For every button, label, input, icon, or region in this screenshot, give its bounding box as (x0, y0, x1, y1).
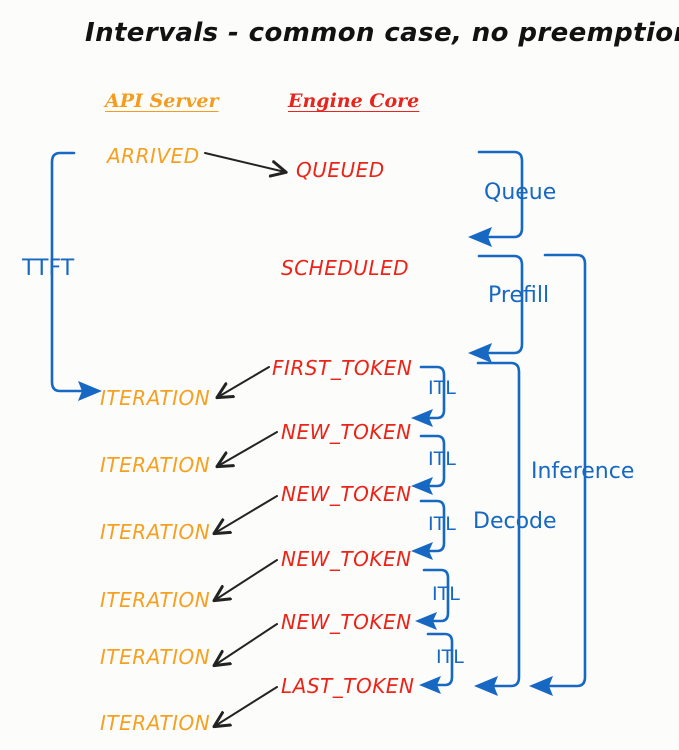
event-new-token-1: NEW_TOKEN (281, 420, 412, 444)
interval-label-ttft: TTFT (22, 256, 75, 281)
arrow-arrived-to-queued (204, 152, 285, 172)
itl-bracket-5 (426, 632, 454, 687)
interval-label-itl-4: ITL (432, 583, 460, 605)
arrow-new-token-4-to-iteration (215, 623, 278, 665)
interval-label-itl-3: ITL (428, 513, 456, 535)
decode-arrowhead (474, 676, 498, 696)
column-header-engine-core: Engine Core (288, 90, 420, 112)
event-last-token: LAST_TOKEN (281, 674, 415, 698)
event-iteration-2: ITERATION (100, 453, 211, 477)
itl-arrowhead-3 (411, 542, 433, 560)
event-queued: QUEUED (296, 158, 385, 182)
decode-bracket (476, 361, 521, 688)
interval-arrowheads (78, 227, 553, 696)
interval-label-itl-1: ITL (428, 377, 456, 399)
prefill-bracket (477, 254, 524, 355)
event-scheduled: SCHEDULED (281, 256, 410, 280)
arrow-new-token-3-to-iteration (215, 559, 278, 600)
diagram-title: Intervals - common case, no preemptions (85, 18, 679, 48)
itl-bracket-4 (422, 568, 450, 623)
itl-bracket-2 (419, 434, 446, 488)
queue-bracket (477, 150, 524, 239)
itl-arrowhead-5 (419, 676, 441, 694)
arrow-first-token-to-iteration (218, 366, 270, 397)
event-first-token: FIRST_TOKEN (272, 356, 413, 380)
inference-bracket (543, 253, 587, 688)
event-iteration-1: ITERATION (100, 386, 211, 410)
event-iteration-5: ITERATION (100, 645, 211, 669)
event-arrived: ARRIVED (107, 144, 200, 168)
interval-label-decode: Decode (473, 509, 557, 534)
itl-arrowhead-2 (411, 477, 433, 495)
interval-label-queue: Queue (484, 180, 557, 205)
queue-arrowhead (468, 227, 492, 247)
itl-arrowhead-1 (411, 409, 433, 427)
arrow-new-token-1-to-iteration (218, 431, 278, 466)
ttft-arrowhead (78, 381, 102, 401)
event-iteration-4: ITERATION (100, 588, 211, 612)
interval-label-itl-2: ITL (428, 448, 456, 470)
interval-label-inference: Inference (531, 459, 635, 484)
event-iteration-6: ITERATION (100, 711, 211, 735)
inference-arrowhead (529, 676, 553, 696)
column-header-api-server: API Server (105, 90, 219, 112)
interval-label-prefill: Prefill (488, 283, 550, 308)
interval-label-itl-5: ITL (436, 646, 464, 668)
event-new-token-2: NEW_TOKEN (281, 482, 412, 506)
itl-arrowhead-4 (415, 612, 437, 630)
ttft-bracket (50, 151, 86, 393)
itl-bracket-1 (419, 365, 446, 420)
prefill-arrowhead (468, 343, 492, 363)
event-new-token-4: NEW_TOKEN (281, 610, 412, 634)
arrow-last-token-to-iteration (215, 686, 278, 726)
itl-bracket-3 (419, 499, 446, 553)
event-iteration-3: ITERATION (100, 520, 211, 544)
event-new-token-3: NEW_TOKEN (281, 547, 412, 571)
arrow-new-token-2-to-iteration (215, 495, 278, 533)
